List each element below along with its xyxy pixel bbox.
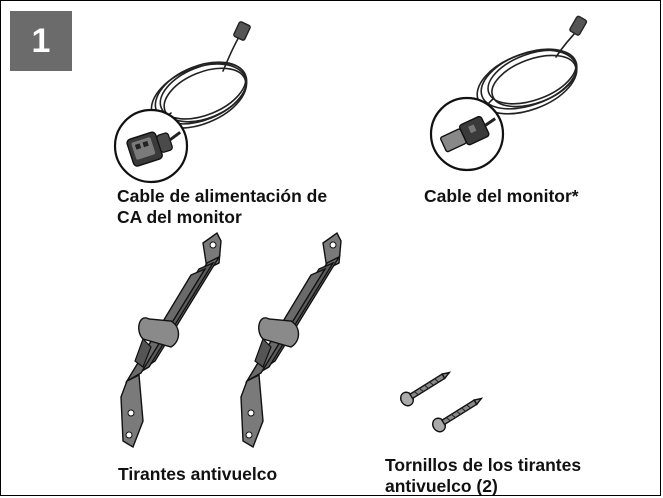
step-number-badge: 1 [10, 11, 72, 71]
anti-tip-straps-label: Tirantes antivuelco [118, 464, 278, 484]
power-cable-label-line1: Cable de alimentación de [117, 186, 328, 206]
strap-screws-label: Tornillos de los tirantes antivuelco (2) [385, 455, 582, 496]
monitor-cable-label: Cable del monitor* [424, 186, 579, 206]
strap-screws-label-line2: antivuelco (2) [385, 476, 498, 496]
power-cable-label: Cable de alimentación de CA del monitor [117, 186, 327, 228]
strap-screws-label-line1: Tornillos de los tirantes [385, 455, 582, 475]
power-cable-label-line2: CA del monitor [117, 207, 242, 227]
